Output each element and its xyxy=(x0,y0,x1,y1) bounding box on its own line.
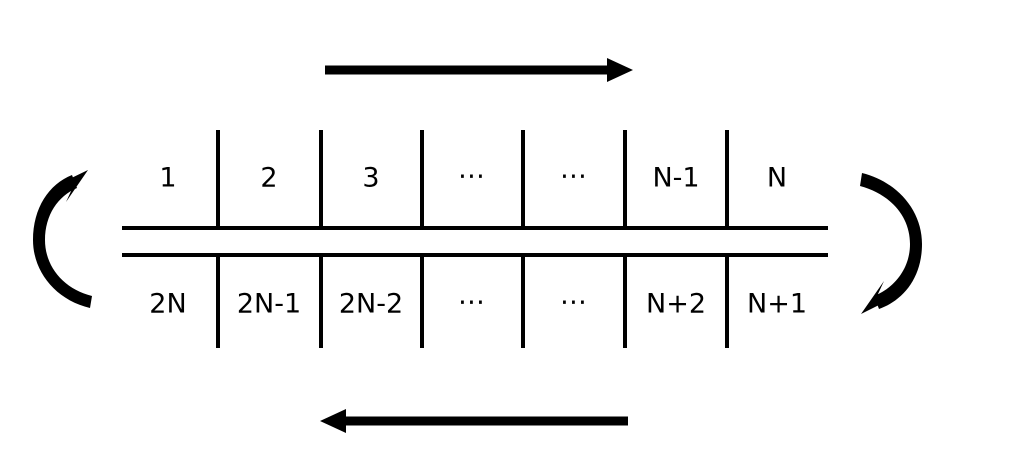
bottom-arrow-head xyxy=(320,409,346,433)
right-wrap-arrow xyxy=(860,173,922,314)
bottom-cell-3-label: 2N-2 xyxy=(339,289,403,320)
bottom-cell-2-label: 2N-1 xyxy=(237,289,301,320)
bottom-cell-4-label: ⋯ xyxy=(458,287,486,318)
top-cell-4-label: ⋯ xyxy=(458,161,486,192)
bottom-cell-1-label: 2N xyxy=(149,289,186,320)
top-direction-arrow xyxy=(325,58,633,82)
right-wrap-arrow-curve xyxy=(860,173,922,309)
top-arrow-head xyxy=(607,58,633,82)
left-wrap-arrow xyxy=(33,170,92,308)
bottom-cell-6-label: N+2 xyxy=(646,289,706,320)
bottom-row-labels: 2N 2N-1 2N-2 ⋯ ⋯ N+2 N+1 xyxy=(149,287,807,320)
left-wrap-arrow-curve xyxy=(33,175,92,308)
top-cell-1-label: 1 xyxy=(159,163,176,194)
top-cell-5-label: ⋯ xyxy=(560,161,588,192)
right-wrap-arrow-head xyxy=(861,281,889,314)
top-cell-6-label: N-1 xyxy=(652,163,699,194)
left-wrap-arrow-head xyxy=(61,170,88,202)
bottom-cell-7-label: N+1 xyxy=(747,289,807,320)
bottom-direction-arrow xyxy=(320,409,628,433)
top-cell-2-label: 2 xyxy=(260,163,277,194)
top-row-labels: 1 2 3 ⋯ ⋯ N-1 N xyxy=(159,161,787,194)
table-grid xyxy=(122,130,828,348)
top-cell-3-label: 3 xyxy=(362,163,379,194)
bottom-cell-5-label: ⋯ xyxy=(560,287,588,318)
top-cell-7-label: N xyxy=(767,163,787,194)
